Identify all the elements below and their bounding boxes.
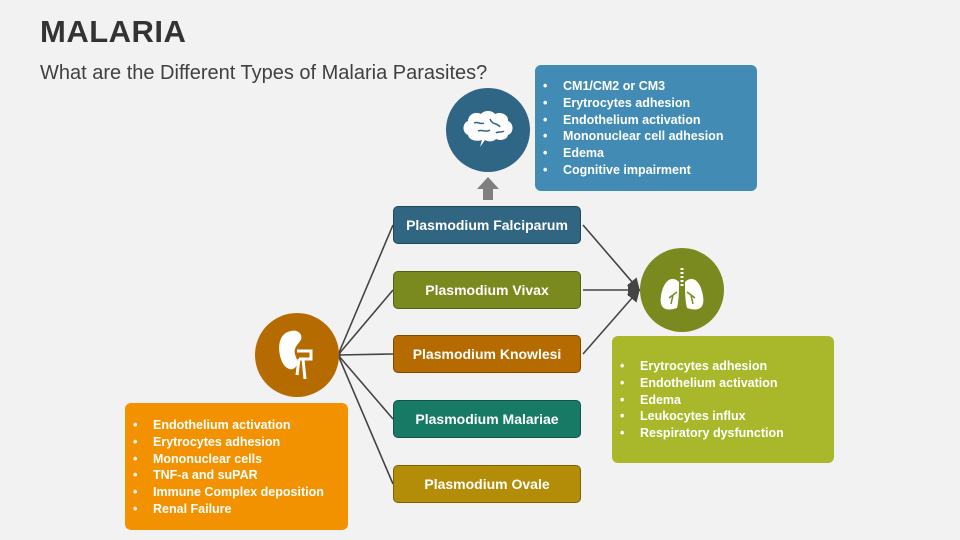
kidney-symptom: Endothelium activation xyxy=(133,417,348,434)
lungs-symptoms-box: Erytrocytes adhesion Endothelium activat… xyxy=(612,336,834,463)
connector-malariae xyxy=(337,354,394,420)
kidney-circle xyxy=(255,313,339,397)
parasite-vivax[interactable]: Plasmodium Vivax xyxy=(393,271,581,309)
kidney-symptom: TNF-a and suPAR xyxy=(133,467,348,484)
brain-symptom: Cognitive impairment xyxy=(543,162,757,179)
arrow-knowlesi-lungs xyxy=(582,288,641,355)
brain-symptom: Endothelium activation xyxy=(543,112,757,129)
page-title: MALARIA xyxy=(40,14,187,49)
parasite-knowlesi[interactable]: Plasmodium Knowlesi xyxy=(393,335,581,373)
lungs-symptom: Erytrocytes adhesion xyxy=(620,358,834,375)
brain-symptom: Mononuclear cell adhesion xyxy=(543,128,757,145)
kidney-symptom: Mononuclear cells xyxy=(133,451,348,468)
kidney-icon xyxy=(279,330,313,380)
connector-vivax xyxy=(337,289,394,356)
page-subtitle: What are the Different Types of Malaria … xyxy=(40,62,488,84)
up-arrow-icon xyxy=(477,177,499,200)
lungs-symptom: Respiratory dysfunction xyxy=(620,425,834,442)
brain-icon xyxy=(463,111,513,147)
brain-symptoms-box: CM1/CM2 or CM3 Erytrocytes adhesion Endo… xyxy=(535,65,757,191)
kidney-symptom: Renal Failure xyxy=(133,501,348,518)
lungs-symptom: Edema xyxy=(620,392,834,409)
arrow-falciparum-lungs xyxy=(582,224,641,292)
kidney-symptom: Immune Complex deposition xyxy=(133,484,348,501)
lungs-circle xyxy=(640,248,724,332)
parasite-ovale[interactable]: Plasmodium Ovale xyxy=(393,465,581,503)
lungs-symptom: Endothelium activation xyxy=(620,375,834,392)
parasite-falciparum[interactable]: Plasmodium Falciparum xyxy=(393,206,581,244)
connector-ovale xyxy=(337,354,394,485)
brain-symptom: Erytrocytes adhesion xyxy=(543,95,757,112)
connector-knowlesi xyxy=(337,353,394,356)
lungs-symptom: Leukocytes influx xyxy=(620,408,834,425)
lungs-icon xyxy=(660,268,704,310)
connector-falciparum xyxy=(337,224,394,356)
brain-symptom: Edema xyxy=(543,145,757,162)
brain-symptom: CM1/CM2 or CM3 xyxy=(543,78,757,95)
kidney-symptoms-box: Endothelium activation Erytrocytes adhes… xyxy=(125,403,348,530)
parasite-malariae[interactable]: Plasmodium Malariae xyxy=(393,400,581,438)
brain-circle xyxy=(446,88,530,172)
kidney-symptom: Erytrocytes adhesion xyxy=(133,434,348,451)
